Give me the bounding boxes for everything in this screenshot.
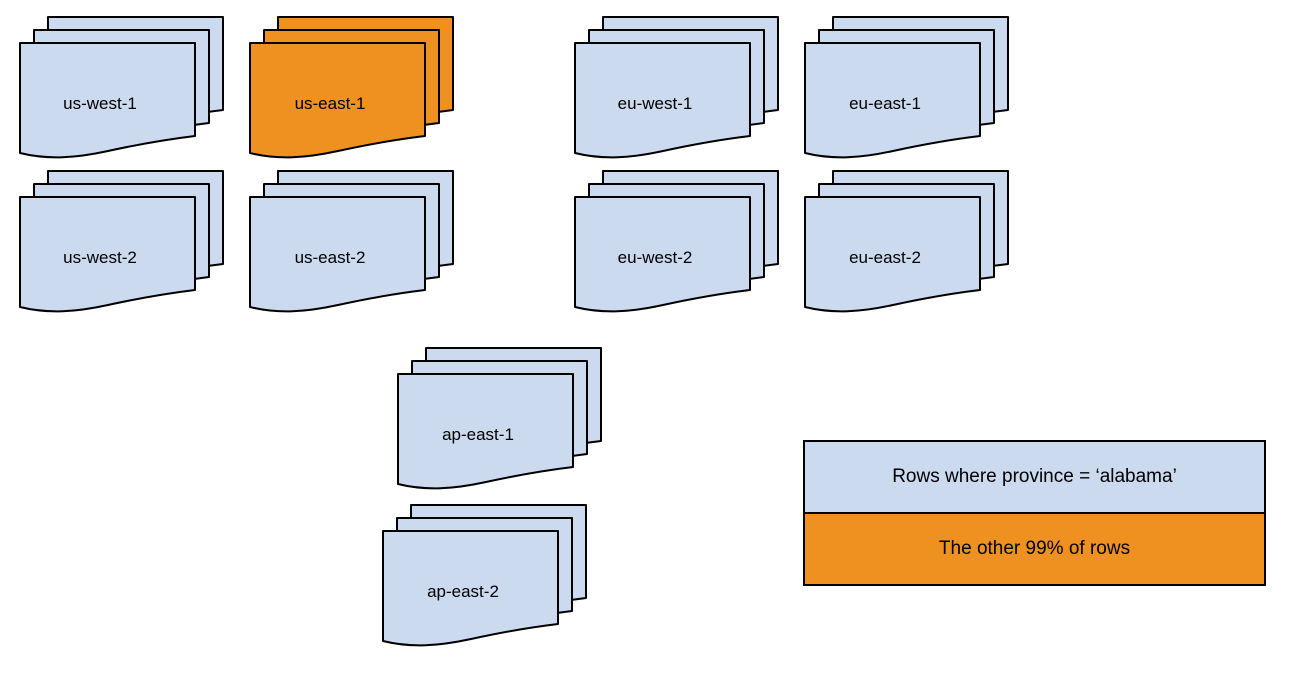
document-sheet <box>397 373 574 490</box>
document-sheet <box>19 42 196 159</box>
document-stack-ap-east-2[interactable] <box>382 504 587 647</box>
document-stack-eu-west-1[interactable] <box>574 16 779 159</box>
document-stack-eu-east-1[interactable] <box>804 16 1009 159</box>
document-sheet <box>574 196 751 313</box>
document-stack-ap-east-1[interactable] <box>397 347 602 490</box>
document-sheet <box>249 196 426 313</box>
legend-row-orange: The other 99% of rows <box>805 514 1264 584</box>
document-sheet <box>19 196 196 313</box>
document-sheet <box>574 42 751 159</box>
document-stack-us-east-1[interactable] <box>249 16 454 159</box>
legend-label-blue: Rows where province = ‘alabama’ <box>892 466 1177 487</box>
document-stack-us-east-2[interactable] <box>249 170 454 313</box>
legend-row-blue: Rows where province = ‘alabama’ <box>805 442 1264 514</box>
document-sheet <box>249 42 426 159</box>
document-sheet <box>804 42 981 159</box>
document-sheet <box>804 196 981 313</box>
legend: Rows where province = ‘alabama’ The othe… <box>803 440 1266 586</box>
document-stack-eu-west-2[interactable] <box>574 170 779 313</box>
document-stack-us-west-1[interactable] <box>19 16 224 159</box>
document-stack-us-west-2[interactable] <box>19 170 224 313</box>
legend-label-orange: The other 99% of rows <box>938 538 1131 559</box>
document-stack-eu-east-2[interactable] <box>804 170 1009 313</box>
document-sheet <box>382 530 559 647</box>
